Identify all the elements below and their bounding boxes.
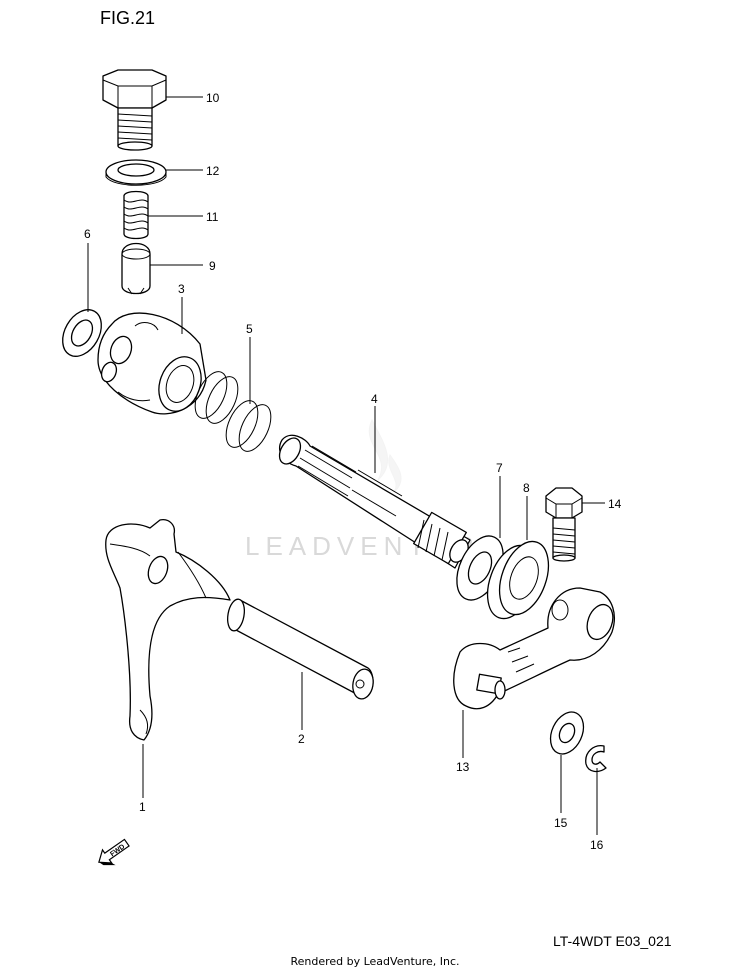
callout-16: 16 — [590, 838, 604, 852]
part-4-shaft — [278, 434, 471, 569]
callout-10: 10 — [206, 91, 220, 105]
callout-3: 3 — [178, 282, 185, 296]
callout-9: 9 — [209, 259, 216, 273]
callout-4: 4 — [371, 392, 378, 406]
callout-7: 7 — [496, 461, 503, 475]
part-11-spring — [123, 190, 149, 240]
callout-5: 5 — [246, 322, 253, 336]
watermark-logo — [368, 418, 402, 493]
callout-6: 6 — [84, 227, 91, 241]
rendered-by-credit: Rendered by LeadVenture, Inc. — [290, 955, 460, 968]
part-6-washer — [62, 309, 102, 357]
callout-1: 1 — [139, 800, 146, 814]
part-8-bushing — [486, 540, 550, 620]
fwd-arrow-icon: FWD — [98, 838, 130, 866]
callout-12: 12 — [206, 164, 220, 178]
part-16-clip — [585, 745, 607, 773]
callout-8: 8 — [523, 481, 530, 495]
part-2-shift-shaft — [226, 598, 374, 700]
callout-11: 11 — [206, 210, 219, 224]
leader-lines — [87, 96, 605, 835]
fwd-label: FWD — [109, 843, 126, 858]
part-9-plunger — [121, 242, 151, 295]
part-14-bolt — [545, 487, 583, 562]
callout-labels: 10 12 11 6 9 3 5 4 7 8 14 2 13 1 15 16 — [84, 91, 622, 852]
callout-2: 2 — [298, 732, 305, 746]
part-3-cam — [97, 312, 207, 415]
part-5-spring — [194, 371, 272, 452]
part-15-washer — [549, 711, 585, 755]
diagram-reference-code: LT-4WDT E03_021 — [553, 933, 672, 949]
figure-title: FIG.21 — [100, 8, 156, 28]
callout-14: 14 — [608, 497, 622, 511]
part-10-bolt — [102, 69, 167, 151]
part-13-shift-arm — [453, 587, 615, 710]
callout-13: 13 — [456, 760, 470, 774]
part-12-washer — [105, 159, 167, 186]
part-1-shift-fork — [105, 519, 231, 741]
callout-15: 15 — [554, 816, 568, 830]
